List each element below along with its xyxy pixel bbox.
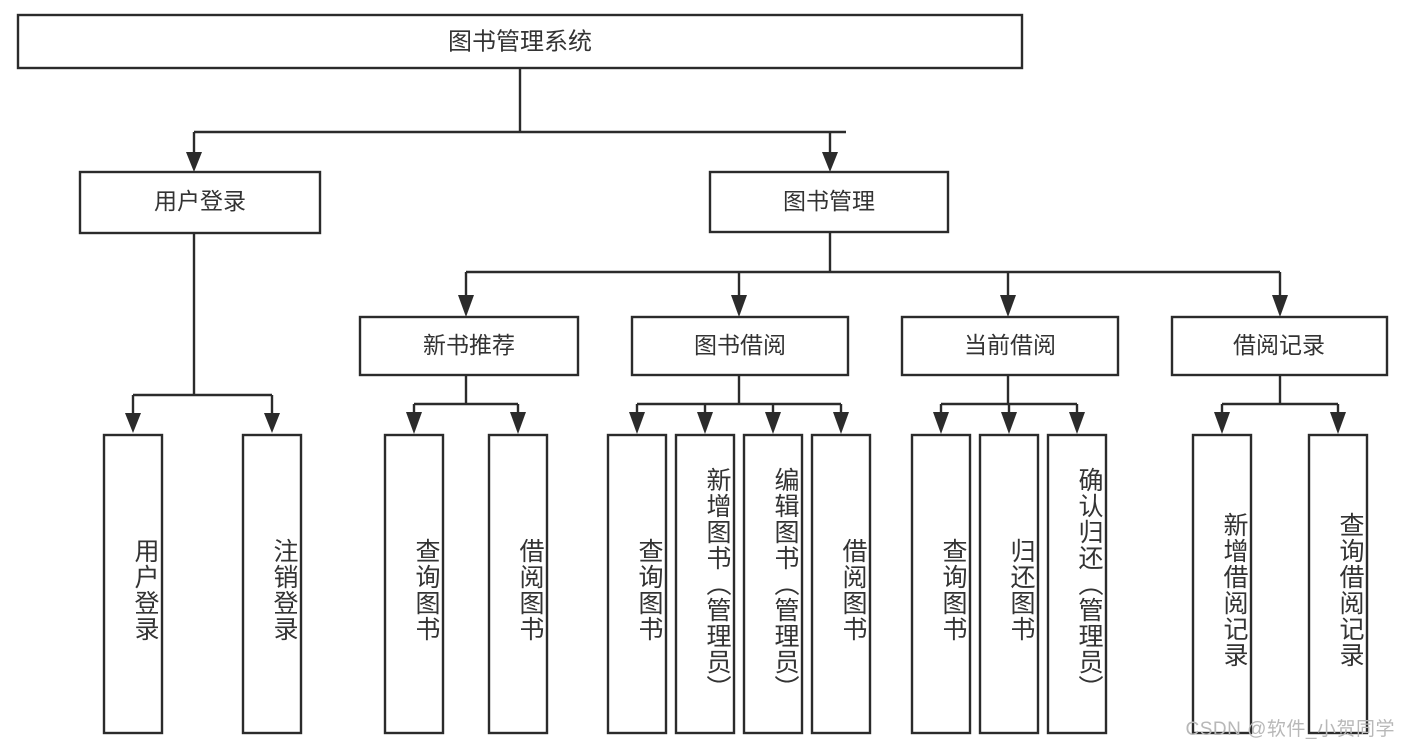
arrow-to-leaf-query-borrow-record <box>1330 412 1346 434</box>
connectors-new-book-recommend-to-leaves <box>406 375 526 434</box>
arrow-to-borrow-record <box>1272 295 1288 317</box>
arrow-to-user-login <box>186 152 202 172</box>
node-root[interactable]: 图书管理系统 <box>16 13 1024 70</box>
arrow-to-book-borrow <box>731 295 747 317</box>
connectors-book-manage-to-level3 <box>458 232 1288 317</box>
node-current-borrow-label: 当前借阅 <box>964 332 1056 358</box>
arrow-to-leaf-query-book-1 <box>406 412 422 434</box>
connectors-root-to-level2 <box>186 68 846 172</box>
node-book-manage-label: 图书管理 <box>783 188 875 214</box>
leaf-box-edit-book-admin[interactable] <box>742 433 804 735</box>
arrow-to-book-manage <box>822 152 838 172</box>
arrow-to-leaf-query-book-2 <box>629 412 645 434</box>
node-current-borrow[interactable]: 当前借阅 <box>900 315 1120 377</box>
connectors-borrow-record-to-leaves <box>1214 375 1346 434</box>
node-root-label: 图书管理系统 <box>448 28 592 55</box>
arrow-to-leaf-query-book-3 <box>933 412 949 434</box>
arrow-to-leaf-add-borrow-record <box>1214 412 1230 434</box>
arrow-to-new-book-recommend <box>458 295 474 317</box>
leaf-box-query-book-2[interactable] <box>606 433 668 735</box>
node-new-book-recommend[interactable]: 新书推荐 <box>358 315 580 377</box>
leaf-box-confirm-return-admin[interactable] <box>1046 433 1108 735</box>
arrow-to-leaf-borrow-book-2 <box>833 412 849 434</box>
leaf-box-add-borrow-record[interactable] <box>1191 433 1253 735</box>
arrow-to-leaf-return-book <box>1001 412 1017 434</box>
connectors-book-borrow-to-leaves <box>629 375 849 434</box>
node-book-borrow-label: 图书借阅 <box>694 332 786 358</box>
node-user-login-label: 用户登录 <box>154 188 246 214</box>
leaf-box-logout-login[interactable] <box>241 433 303 735</box>
node-book-borrow[interactable]: 图书借阅 <box>630 315 850 377</box>
node-borrow-record[interactable]: 借阅记录 <box>1170 315 1389 377</box>
connectors-current-borrow-to-leaves <box>933 375 1085 434</box>
leaf-box-borrow-book-2[interactable] <box>810 433 872 735</box>
csdn-watermark: CSDN @软件_小贺同学 <box>1185 719 1395 740</box>
arrow-to-leaf-add-book-admin <box>697 412 713 434</box>
leaf-box-user-login[interactable] <box>102 433 164 735</box>
node-new-book-recommend-label: 新书推荐 <box>423 332 515 358</box>
connectors-user-login-to-leaves <box>125 233 280 433</box>
node-user-login[interactable]: 用户登录 <box>78 170 322 235</box>
arrow-to-current-borrow <box>1000 295 1016 317</box>
node-book-manage[interactable]: 图书管理 <box>708 170 950 234</box>
arrow-to-leaf-edit-book-admin <box>765 412 781 434</box>
leaf-box-borrow-book-1[interactable] <box>487 433 549 735</box>
leaf-box-query-borrow-record[interactable] <box>1307 433 1369 735</box>
node-borrow-record-label: 借阅记录 <box>1233 332 1325 358</box>
arrow-to-leaf-user-login <box>125 413 141 433</box>
arrow-to-leaf-borrow-book-1 <box>510 412 526 434</box>
leaf-box-query-book-3[interactable] <box>910 433 972 735</box>
arrow-to-leaf-confirm-return-admin <box>1069 412 1085 434</box>
leaf-box-add-book-admin[interactable] <box>674 433 736 735</box>
leaf-box-query-book-1[interactable] <box>383 433 445 735</box>
leaf-box-return-book[interactable] <box>978 433 1040 735</box>
arrow-to-leaf-logout-login <box>264 413 280 433</box>
